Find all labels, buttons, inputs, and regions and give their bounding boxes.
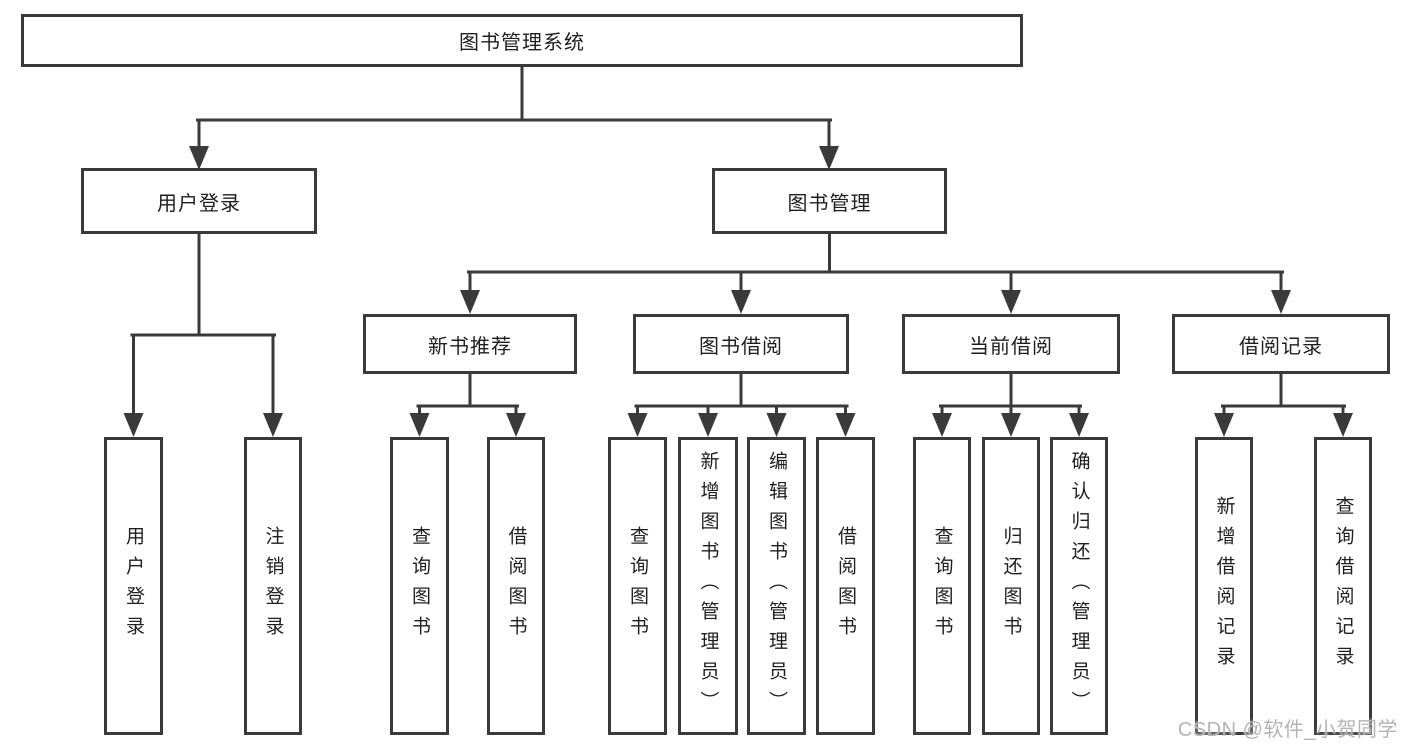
node-user-login: 用户登录 — [81, 168, 317, 234]
leaf-borrow-books-recommend: 借阅图书 — [487, 437, 545, 735]
leaf-label: 借阅图书 — [835, 526, 856, 646]
leaf-user-login: 用户登录 — [104, 437, 163, 735]
arrowhead — [1271, 290, 1291, 314]
leaf-label: 查询图书 — [409, 526, 430, 646]
leaf-confirm-return-admin: 确认归还（管理员） — [1050, 437, 1108, 735]
leaf-return-book: 归还图书 — [982, 437, 1040, 735]
arrowhead — [1214, 413, 1234, 437]
leaf-label: 新增图书（管理员） — [697, 451, 719, 721]
leaf-query-borrow-record: 查询借阅记录 — [1314, 437, 1372, 735]
leaf-edit-book-admin: 编辑图书（管理员） — [747, 437, 806, 735]
arrowhead — [263, 413, 283, 437]
leaf-label: 用户登录 — [123, 526, 144, 646]
arrowhead — [1001, 290, 1021, 314]
leaf-label: 新增借阅记录 — [1213, 496, 1235, 676]
leaf-label: 确认归还（管理员） — [1068, 451, 1090, 721]
leaf-add-borrow-record: 新增借阅记录 — [1195, 437, 1253, 735]
node-label: 图书管理 — [787, 192, 872, 215]
node-label: 新书推荐 — [428, 335, 512, 358]
arrowhead — [1333, 413, 1353, 437]
leaf-label: 查询图书 — [627, 526, 648, 646]
leaf-label: 编辑图书（管理员） — [766, 451, 787, 721]
node-borrowing-records: 借阅记录 — [1172, 314, 1390, 374]
arrowhead — [819, 146, 839, 170]
arrowhead — [731, 290, 751, 314]
leaf-label: 注销登录 — [262, 526, 284, 646]
arrowhead — [1069, 413, 1089, 437]
leaf-query-books-recommend: 查询图书 — [390, 437, 449, 735]
arrowhead — [409, 413, 430, 437]
leaf-logout: 注销登录 — [244, 437, 302, 735]
arrowhead — [627, 413, 648, 437]
arrowhead — [189, 146, 209, 170]
leaf-label: 归还图书 — [1000, 526, 1022, 646]
tree-connector-paths — [130, 65, 1346, 419]
node-label: 用户登录 — [157, 192, 241, 215]
arrowhead — [506, 413, 526, 437]
leaf-label: 借阅图书 — [505, 526, 527, 646]
node-label: 图书管理系统 — [459, 32, 585, 54]
node-label: 图书借阅 — [699, 335, 783, 358]
node-new-book-recommend: 新书推荐 — [363, 314, 577, 374]
node-book-management: 图书管理 — [712, 168, 947, 234]
arrowhead — [1001, 413, 1021, 437]
node-label: 借阅记录 — [1239, 335, 1323, 358]
arrowhead — [698, 413, 718, 437]
node-label: 当前借阅 — [969, 335, 1053, 358]
arrowhead — [123, 413, 144, 437]
leaf-label: 查询图书 — [931, 526, 953, 646]
leaf-borrow-books-borrowing: 借阅图书 — [816, 437, 875, 735]
arrowhead — [835, 413, 856, 437]
leaf-add-book-admin: 新增图书（管理员） — [678, 437, 738, 735]
arrowhead — [766, 413, 787, 437]
arrowhead — [460, 290, 480, 314]
leaf-label: 查询借阅记录 — [1332, 496, 1354, 676]
node-library-system: 图书管理系统 — [21, 14, 1023, 67]
watermark-csdn: CSDN @软件_小贺同学 — [1177, 719, 1398, 741]
node-current-borrowing: 当前借阅 — [902, 314, 1120, 374]
arrowhead — [932, 413, 952, 437]
node-book-borrowing: 图书借阅 — [633, 314, 849, 374]
leaf-query-books-current: 查询图书 — [913, 437, 971, 735]
leaf-query-books-borrowing: 查询图书 — [608, 437, 667, 735]
